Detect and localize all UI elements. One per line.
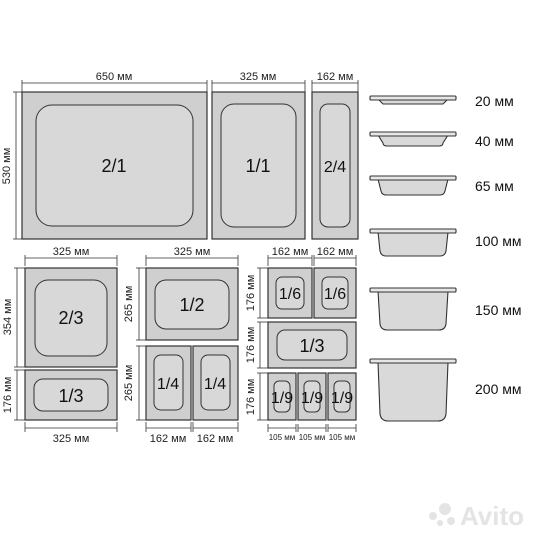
pan-label: 1/9 [331, 390, 353, 407]
pan-label: 1/6 [279, 286, 301, 303]
height-label: 176 мм [245, 379, 257, 416]
depth-label: 100 мм [475, 233, 522, 249]
pan-label: 1/3 [299, 336, 324, 356]
pan-label: 1/9 [301, 390, 323, 407]
pan-1-1: 325 мм 1/1 [211, 71, 306, 240]
pan-label: 1/9 [271, 390, 293, 407]
width-label: 162 мм [150, 433, 187, 445]
pan-label: 1/3 [58, 386, 83, 406]
width-label: 325 мм [240, 71, 277, 83]
pan-label: 1/6 [324, 286, 346, 303]
height-label: 265 мм [123, 365, 135, 402]
depth-label: 150 мм [475, 302, 522, 318]
pan-2-1: 650 мм 530 мм 2/1 [1, 71, 208, 240]
depth-40: 40 мм [369, 131, 514, 149]
pan-label: 1/4 [157, 376, 179, 393]
pan-2-4: 162 мм 2/4 [311, 71, 359, 240]
height-label: 176 мм [245, 275, 257, 312]
depth-200: 200 мм [369, 358, 522, 422]
depth-150: 150 мм [369, 287, 522, 331]
avito-watermark: Avito [429, 501, 524, 531]
pan-1-6-b: 162 мм 1/6 [313, 246, 357, 319]
height-label: 176 мм [245, 327, 257, 364]
width-label: 105 мм [299, 433, 326, 442]
width-label: 162 мм [317, 71, 354, 83]
height-label: 176 мм [2, 377, 14, 414]
pan-label: 1/2 [179, 295, 204, 315]
depth-label: 20 мм [475, 93, 514, 109]
width-label: 105 мм [329, 433, 356, 442]
pan-1-4-a: 265 мм 1/4 162 мм [123, 345, 192, 445]
width-label: 162 мм [272, 246, 309, 258]
pan-2-3: 325 мм 354 мм 2/3 [2, 246, 118, 368]
pan-label: 1/1 [245, 156, 270, 176]
depth-label: 40 мм [475, 133, 514, 149]
pan-1-3-right: 176 мм 1/3 [245, 321, 357, 369]
depth-100: 100 мм [369, 228, 522, 257]
depth-20: 20 мм [369, 93, 514, 109]
pan-1-3-left: 176 мм 1/3 325 мм [2, 369, 118, 445]
pan-1-9-a: 176 мм 1/9 105 мм [245, 372, 297, 442]
height-label: 354 мм [2, 299, 14, 336]
height-label: 265 мм [123, 286, 135, 323]
pan-1-4-b: 1/4 162 мм [192, 345, 239, 445]
width-label: 162 мм [197, 433, 234, 445]
pan-label: 2/3 [58, 308, 83, 328]
width-label: 650 мм [96, 71, 133, 83]
width-label: 325 мм [53, 246, 90, 258]
width-label: 325 мм [174, 246, 211, 258]
height-label: 530 мм [1, 148, 13, 185]
width-label: 325 мм [53, 433, 90, 445]
pan-1-9-c: 1/9 105 мм [327, 372, 357, 442]
pan-1-2: 325 мм 265 мм 1/2 [123, 246, 239, 341]
width-label: 105 мм [269, 433, 296, 442]
pan-1-9-b: 1/9 105 мм [297, 372, 327, 442]
width-label: 162 мм [317, 246, 354, 258]
watermark-text: Avito [460, 501, 524, 531]
pan-label: 1/4 [204, 376, 226, 393]
pan-label: 2/4 [324, 159, 346, 176]
depth-65: 65 мм [369, 175, 514, 196]
depth-label: 65 мм [475, 178, 514, 194]
pan-label: 2/1 [101, 156, 126, 176]
pan-1-6-a: 162 мм 176 мм 1/6 [245, 246, 313, 319]
depth-label: 200 мм [475, 381, 522, 397]
